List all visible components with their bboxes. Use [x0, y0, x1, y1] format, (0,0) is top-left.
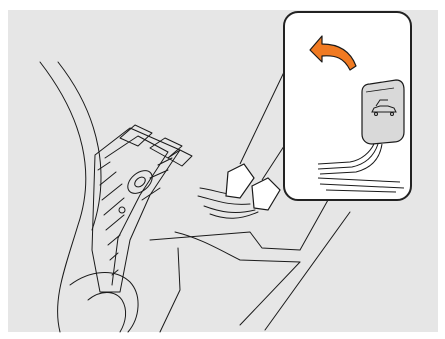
inset-detail	[284, 12, 411, 200]
